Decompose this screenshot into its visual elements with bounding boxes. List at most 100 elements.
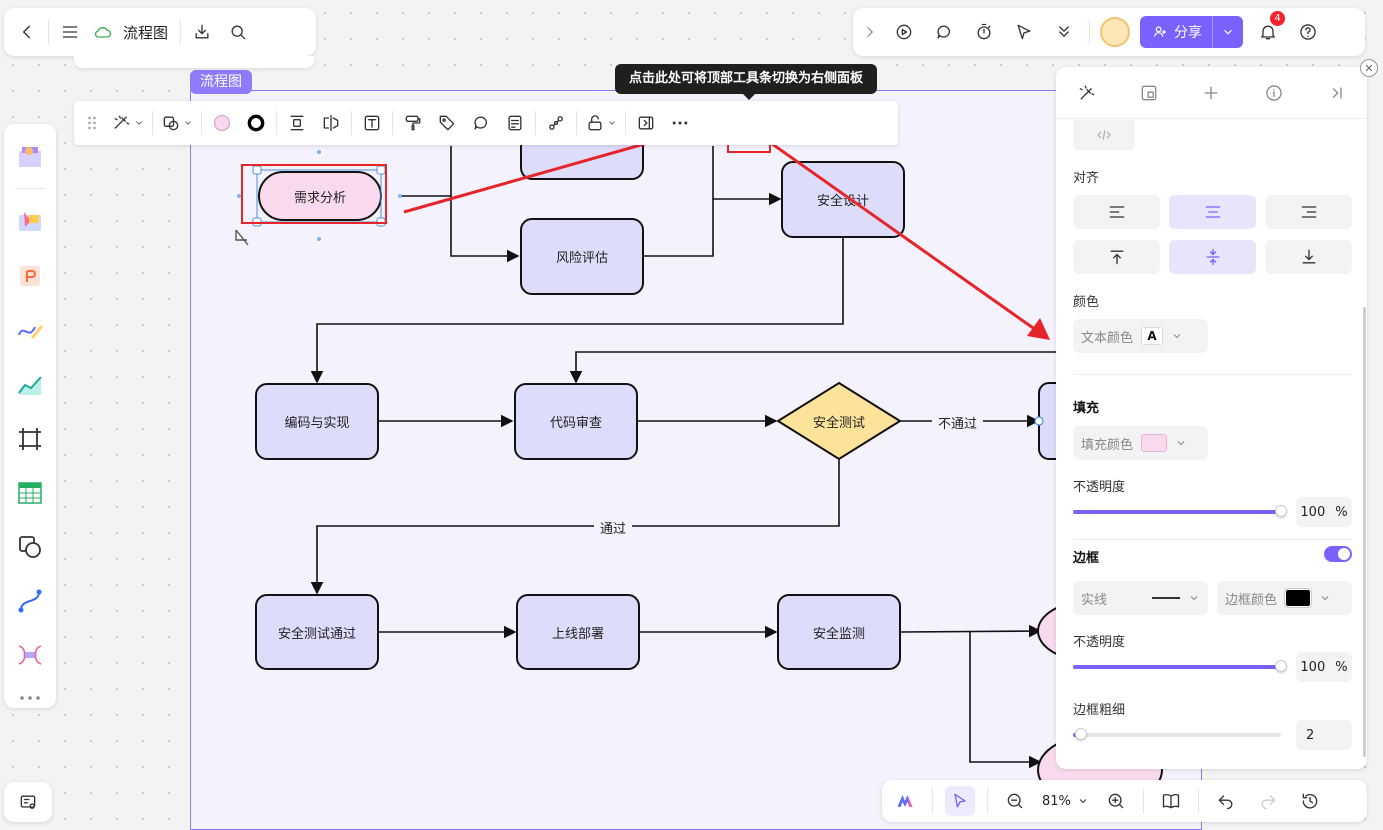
templates-tool[interactable] — [12, 134, 48, 177]
connector-tool[interactable] — [12, 580, 48, 623]
more-options-button[interactable] — [666, 107, 694, 139]
select-tool-button[interactable] — [945, 786, 975, 816]
tab-insert[interactable] — [1189, 73, 1233, 113]
present-button[interactable] — [889, 17, 919, 47]
border-ring-icon — [247, 114, 265, 132]
back-button[interactable] — [12, 17, 42, 47]
tab-style[interactable] — [1065, 73, 1109, 113]
download-button[interactable] — [187, 17, 217, 47]
flow-node-passed[interactable]: 安全测试通过 — [255, 594, 379, 670]
flow-node-review[interactable]: 代码审查 — [514, 383, 638, 460]
flow-node-test[interactable]: 安全测试 — [812, 415, 865, 431]
flow-node-monitor[interactable]: 安全监测 — [777, 594, 901, 670]
more-tools-button[interactable] — [12, 688, 48, 708]
border-width-input[interactable]: 2 — [1296, 720, 1352, 750]
tab-layout[interactable] — [1127, 73, 1171, 113]
zoom-out-button[interactable] — [1000, 786, 1030, 816]
ai-button[interactable] — [890, 786, 920, 816]
table-tool[interactable] — [12, 471, 48, 514]
doc-title[interactable]: 流程图 — [123, 23, 169, 42]
fill-opacity-input[interactable]: 100% — [1296, 497, 1352, 527]
text-color-dropdown[interactable]: 文本颜色 A — [1073, 319, 1208, 353]
flow-node-design[interactable]: 安全设计 — [781, 161, 905, 238]
zoom-in-button[interactable] — [1101, 786, 1131, 816]
chart-tool[interactable] — [12, 363, 48, 406]
share-dropdown[interactable] — [1212, 16, 1243, 48]
cursor-icon — [954, 793, 966, 808]
ai-style-button[interactable] — [110, 107, 146, 139]
user-plus-icon — [1154, 26, 1166, 37]
flow-node-risk[interactable]: 风险评估 — [520, 218, 644, 295]
timer-button[interactable] — [969, 17, 999, 47]
link-button[interactable] — [542, 107, 570, 139]
expand-toolbar-button[interactable] — [861, 17, 879, 47]
shape-type-button[interactable] — [159, 107, 195, 139]
avatar[interactable] — [1100, 17, 1130, 47]
history-button[interactable] — [1295, 786, 1325, 816]
table-icon — [18, 482, 42, 504]
code-icon — [1097, 130, 1111, 140]
zoom-level-dropdown[interactable]: 81% — [1042, 794, 1089, 809]
border-style-button[interactable] — [242, 107, 270, 139]
panel-scrollbar[interactable] — [1363, 307, 1366, 757]
align-top-button[interactable] — [1073, 240, 1160, 274]
flip-button[interactable] — [317, 107, 345, 139]
align-left-button[interactable] — [1073, 195, 1160, 229]
border-color-dropdown[interactable]: 边框颜色 — [1217, 581, 1352, 615]
pen-tool[interactable] — [12, 309, 48, 352]
border-opacity-slider[interactable] — [1073, 660, 1287, 672]
shape-icon — [19, 536, 41, 558]
fill-color-button[interactable] — [208, 107, 236, 139]
border-width-slider[interactable] — [1073, 728, 1281, 740]
share-button[interactable]: 分享 — [1140, 16, 1243, 48]
laser-pointer-button[interactable] — [1009, 17, 1039, 47]
comment-button[interactable] — [929, 17, 959, 47]
align-right-button[interactable] — [1265, 195, 1352, 229]
reading-mode-button[interactable] — [1156, 786, 1186, 816]
frame-tool[interactable] — [12, 417, 48, 460]
fill-title: 填充 — [1073, 401, 1100, 416]
align-middle-button[interactable] — [1169, 240, 1256, 274]
redo-button[interactable] — [1253, 786, 1283, 816]
plus-icon — [1204, 86, 1218, 99]
align-bottom-button[interactable] — [1265, 240, 1352, 274]
format-painter-button[interactable] — [399, 107, 427, 139]
flow-node-deploy[interactable]: 上线部署 — [516, 594, 640, 670]
ppt-tool[interactable] — [12, 254, 48, 297]
border-toggle[interactable] — [1324, 546, 1352, 562]
help-button[interactable] — [1293, 17, 1323, 47]
note-button[interactable] — [501, 107, 529, 139]
tag-button[interactable] — [433, 107, 461, 139]
connector-icon — [18, 589, 42, 613]
link-nodes-icon — [549, 116, 563, 130]
drag-handle[interactable] — [80, 107, 104, 139]
tab-info[interactable] — [1252, 73, 1296, 113]
panel-toggle-icon — [638, 116, 654, 130]
menu-button[interactable] — [55, 17, 85, 47]
align-center-button[interactable] — [1169, 195, 1256, 229]
code-button[interactable] — [1073, 120, 1135, 150]
sticky-note-tool[interactable] — [12, 200, 48, 243]
fill-opacity-slider[interactable] — [1073, 505, 1287, 517]
flow-node-code[interactable]: 编码与实现 — [255, 383, 379, 460]
more-collapse-button[interactable] — [1049, 17, 1079, 47]
flow-node-req[interactable]: 需求分析 — [258, 171, 382, 221]
collapse-panel-button[interactable] — [1314, 73, 1358, 113]
frame-tag[interactable]: 流程图 — [190, 70, 252, 94]
search-button[interactable] — [223, 17, 253, 47]
mindmap-tool[interactable] — [12, 634, 48, 677]
border-opacity-input[interactable]: 100% — [1296, 652, 1352, 682]
fill-color-dropdown[interactable]: 填充颜色 — [1073, 426, 1208, 460]
shape-tool[interactable] — [12, 525, 48, 568]
lock-button[interactable] — [583, 107, 619, 139]
close-panel-button[interactable]: ✕ — [1360, 59, 1378, 77]
comment-shape-button[interactable] — [467, 107, 495, 139]
undo-button[interactable] — [1211, 786, 1241, 816]
align-button[interactable] — [283, 107, 311, 139]
border-style-dropdown[interactable]: 实线 — [1073, 581, 1208, 615]
cloud-saved-icon — [91, 17, 115, 47]
minimap-button[interactable] — [13, 787, 43, 817]
notifications-button[interactable]: 4 — [1253, 11, 1285, 47]
switch-to-side-panel-button[interactable] — [632, 107, 660, 139]
text-style-button[interactable] — [358, 107, 386, 139]
